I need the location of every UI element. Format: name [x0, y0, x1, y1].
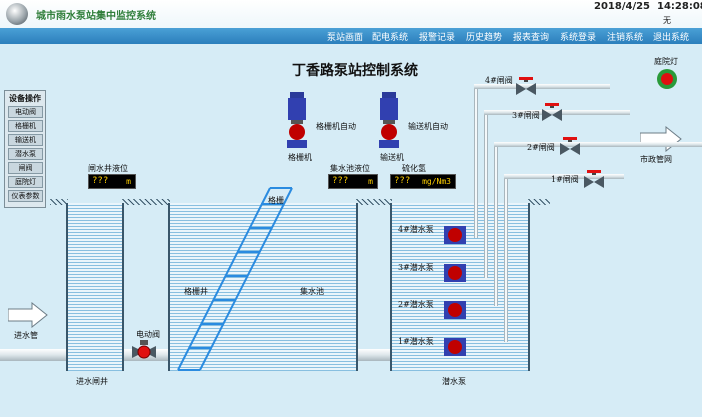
- sub-pump-3-icon[interactable]: [440, 262, 470, 284]
- conveyor-icon[interactable]: [376, 92, 402, 150]
- collect-pool-label: 集水池: [300, 287, 324, 296]
- sub-pump-2-label: 2#潜水泵: [398, 300, 434, 309]
- sub-pump-1-icon[interactable]: [440, 336, 470, 358]
- system-title: 城市雨水泵站集中监控系统: [36, 11, 156, 22]
- inlet-well-tank: [66, 203, 124, 371]
- sub-pump-3-label: 3#潜水泵: [398, 263, 434, 272]
- ground-hatch: [122, 199, 170, 205]
- gate-well-level-label: 闸水井液位: [88, 164, 128, 173]
- nav-alarm-records[interactable]: 报警记录: [419, 33, 456, 43]
- h2s-value: ???: [394, 176, 411, 186]
- nav-history-trend[interactable]: 历史趋势: [466, 33, 503, 43]
- riser-pipe-1: [504, 178, 508, 342]
- riser-pipe-4: [474, 88, 478, 238]
- gate-well-level-value: ???: [92, 176, 109, 186]
- inlet-pipe: [0, 349, 66, 361]
- electric-valve-label: 电动阀: [136, 330, 160, 339]
- screen-machine-mode: 格栅机自动: [316, 122, 356, 131]
- page-title: 丁香路泵站控制系统: [292, 63, 418, 79]
- op-gate-valve-button[interactable]: 闸阀: [8, 162, 43, 174]
- gate-valve-1-label: 1#闸阀: [551, 175, 579, 184]
- ground-hatch: [528, 199, 550, 205]
- date-display: 2018/4/25: [594, 1, 651, 12]
- op-conveyor-button[interactable]: 输送机: [8, 134, 43, 146]
- electric-valve-icon[interactable]: [132, 340, 156, 364]
- sub-pump-label: 潜水泵: [442, 377, 466, 386]
- collect-level-value: ???: [332, 176, 349, 186]
- collect-level-unit: m: [368, 177, 373, 186]
- op-sub-pump-button[interactable]: 潜水泵: [8, 148, 43, 160]
- sub-pump-4-icon[interactable]: [440, 224, 470, 246]
- nav-exit[interactable]: 退出系统: [653, 33, 690, 43]
- connect-pipe: [358, 349, 390, 361]
- time-display: 14:28:08: [657, 1, 702, 12]
- collect-level-display: ??? m: [328, 174, 378, 189]
- h2s-display: ??? mg/Nm3: [390, 174, 456, 189]
- ops-panel-title: 设备操作: [9, 94, 41, 103]
- screen-machine-icon[interactable]: [284, 92, 310, 150]
- courtyard-light-label: 庭院灯: [654, 57, 678, 66]
- gate-valve-4-label: 4#闸阀: [485, 76, 513, 85]
- conveyor-label: 输送机: [380, 153, 404, 162]
- op-courtyard-light-button[interactable]: 庭院灯: [8, 176, 43, 188]
- nav-system-login[interactable]: 系统登录: [560, 33, 597, 43]
- screen-rake: [177, 187, 293, 371]
- conveyor-mode: 输送机自动: [408, 122, 448, 131]
- gate-valve-3-icon[interactable]: [542, 103, 562, 121]
- gate-well-level-unit: m: [126, 177, 131, 186]
- gate-valve-3-label: 3#闸阀: [512, 111, 540, 120]
- top-bar: 城市雨水泵站集中监控系统 2018/4/25 14:28:08 无: [0, 0, 702, 28]
- gate-valve-2-icon[interactable]: [560, 137, 580, 155]
- sub-pump-4-label: 4#潜水泵: [398, 225, 434, 234]
- h2s-label: 硫化氢: [402, 164, 426, 173]
- screen-machine-label: 格栅机: [288, 153, 312, 162]
- riser-pipe-2: [494, 146, 498, 306]
- riser-pipe-3: [484, 114, 488, 278]
- op-screen-machine-button[interactable]: 格栅机: [8, 120, 43, 132]
- courtyard-light-icon[interactable]: [656, 68, 678, 90]
- nav-pump-station[interactable]: 泵站画面: [327, 33, 364, 43]
- gate-valve-1-icon[interactable]: [584, 170, 604, 188]
- screen-label: 格栅: [268, 196, 284, 205]
- screen-well-label: 格栅井: [184, 287, 208, 296]
- municipal-label: 市政管网: [640, 155, 672, 164]
- collect-level-label: 集水池液位: [330, 164, 370, 173]
- nav-report-query[interactable]: 报表查询: [513, 33, 550, 43]
- outlet-pipe-2: [494, 142, 702, 147]
- app-logo-icon: [6, 3, 28, 25]
- gate-valve-2-label: 2#闸阀: [527, 143, 555, 152]
- outlet-pipe-4: [474, 84, 610, 89]
- inlet-pipe-label: 进水管: [14, 331, 38, 340]
- nav-bar: 泵站画面 配电系统 报警记录 历史趋势 报表查询 系统登录 注销系统 退出系统: [0, 28, 702, 44]
- ground-hatch: [356, 199, 392, 205]
- device-ops-panel: 设备操作 电动阀 格栅机 输送机 潜水泵 闸阀 庭院灯 仪表参数: [4, 90, 46, 208]
- op-instrument-params-button[interactable]: 仪表参数: [8, 190, 43, 202]
- gate-well-level-display: ??? m: [88, 174, 136, 189]
- sub-pump-1-label: 1#潜水泵: [398, 337, 434, 346]
- nav-power-distribution[interactable]: 配电系统: [372, 33, 409, 43]
- gate-valve-4-icon[interactable]: [516, 77, 536, 95]
- outlet-arrow-icon: [640, 126, 682, 152]
- inlet-arrow-icon: [8, 302, 48, 328]
- ground-hatch: [50, 199, 68, 205]
- nav-logout[interactable]: 注销系统: [607, 33, 644, 43]
- screen-collect-tank: [168, 203, 358, 371]
- h2s-unit: mg/Nm3: [422, 177, 451, 186]
- op-electric-valve-button[interactable]: 电动阀: [8, 106, 43, 118]
- outlet-pipe-1: [504, 174, 624, 179]
- inlet-well-label: 进水闸井: [76, 377, 108, 386]
- status-text: 无: [663, 16, 671, 25]
- sub-pump-2-icon[interactable]: [440, 299, 470, 321]
